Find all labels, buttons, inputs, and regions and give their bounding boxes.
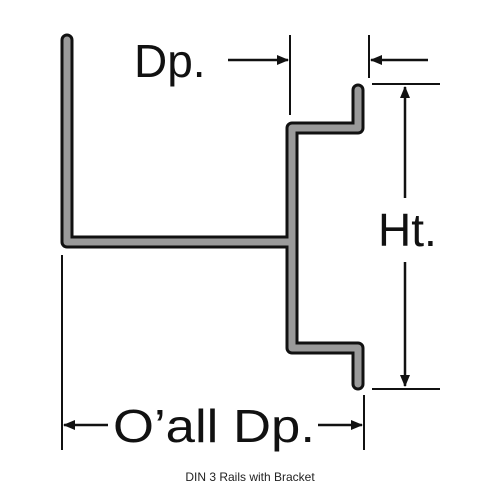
height-label: Ht. xyxy=(378,204,437,256)
overall-depth-label: O’all Dp. xyxy=(113,400,315,452)
profile-outline xyxy=(60,33,365,391)
profile-fill xyxy=(63,36,362,388)
extension-lines xyxy=(61,35,440,450)
figure-caption: DIN 3 Rails with Bracket xyxy=(185,470,315,484)
rail-profile xyxy=(60,33,365,391)
dimension-arrows xyxy=(63,55,428,430)
depth-label: Dp. xyxy=(134,35,206,87)
